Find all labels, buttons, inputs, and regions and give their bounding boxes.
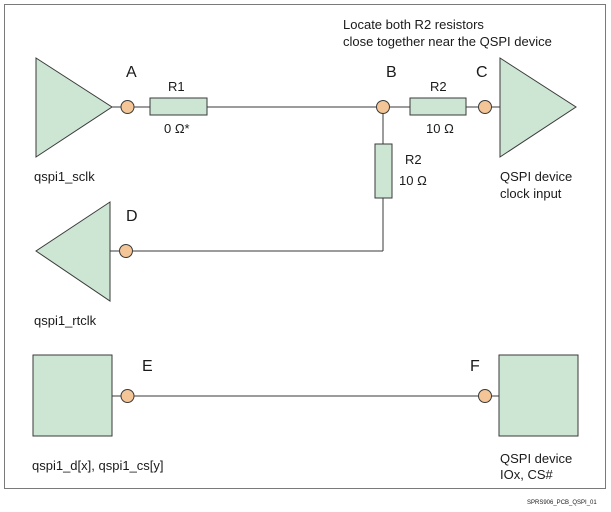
node-a bbox=[120, 100, 135, 114]
sclk-signal-label: qspi1_sclk bbox=[34, 169, 95, 184]
node-d bbox=[119, 244, 133, 258]
sclk-buffer bbox=[35, 57, 113, 158]
resistor-r1 bbox=[149, 97, 208, 116]
node-f bbox=[478, 389, 492, 403]
node-c bbox=[478, 100, 492, 114]
r2-return-name: R2 bbox=[405, 152, 422, 167]
diagram-frame bbox=[4, 4, 606, 489]
node-a-label: A bbox=[126, 64, 137, 81]
io-device-label-line1: QSPI device bbox=[500, 451, 572, 466]
clock-device-label-line1: QSPI device bbox=[500, 169, 572, 184]
qspi-io-device-block bbox=[498, 354, 579, 437]
wires bbox=[110, 106, 500, 397]
node-e-label: E bbox=[142, 358, 153, 375]
r1-value: 0 Ω* bbox=[164, 121, 190, 136]
resistor-r2-return bbox=[374, 143, 393, 199]
r2-series-value: 10 Ω bbox=[426, 121, 454, 136]
rtclk-buffer bbox=[35, 201, 111, 302]
host-data-block bbox=[32, 354, 113, 437]
nodes bbox=[119, 100, 492, 403]
node-b-label: B bbox=[386, 64, 397, 81]
data-signal-label: qspi1_d[x], qspi1_cs[y] bbox=[32, 458, 164, 473]
r2-return-value: 10 Ω bbox=[399, 173, 427, 188]
placement-note-line1: Locate both R2 resistors bbox=[343, 17, 484, 32]
node-c-label: C bbox=[476, 64, 488, 81]
resistor-r2-series bbox=[409, 97, 467, 116]
placement-note-line2: close together near the QSPI device bbox=[343, 34, 552, 49]
r2-series-name: R2 bbox=[430, 79, 447, 94]
clock-device-label-line2: clock input bbox=[500, 186, 562, 201]
node-b bbox=[376, 100, 390, 114]
io-device-label-line2: IOx, CS# bbox=[500, 467, 554, 482]
rtclk-signal-label: qspi1_rtclk bbox=[34, 313, 97, 328]
node-e bbox=[120, 389, 135, 403]
qspi-clock-input-buffer bbox=[499, 57, 577, 158]
r1-name: R1 bbox=[168, 79, 185, 94]
node-d-label: D bbox=[126, 208, 138, 225]
figure-id: SPRS906_PCB_QSPI_01 bbox=[527, 500, 597, 506]
node-f-label: F bbox=[470, 358, 480, 375]
